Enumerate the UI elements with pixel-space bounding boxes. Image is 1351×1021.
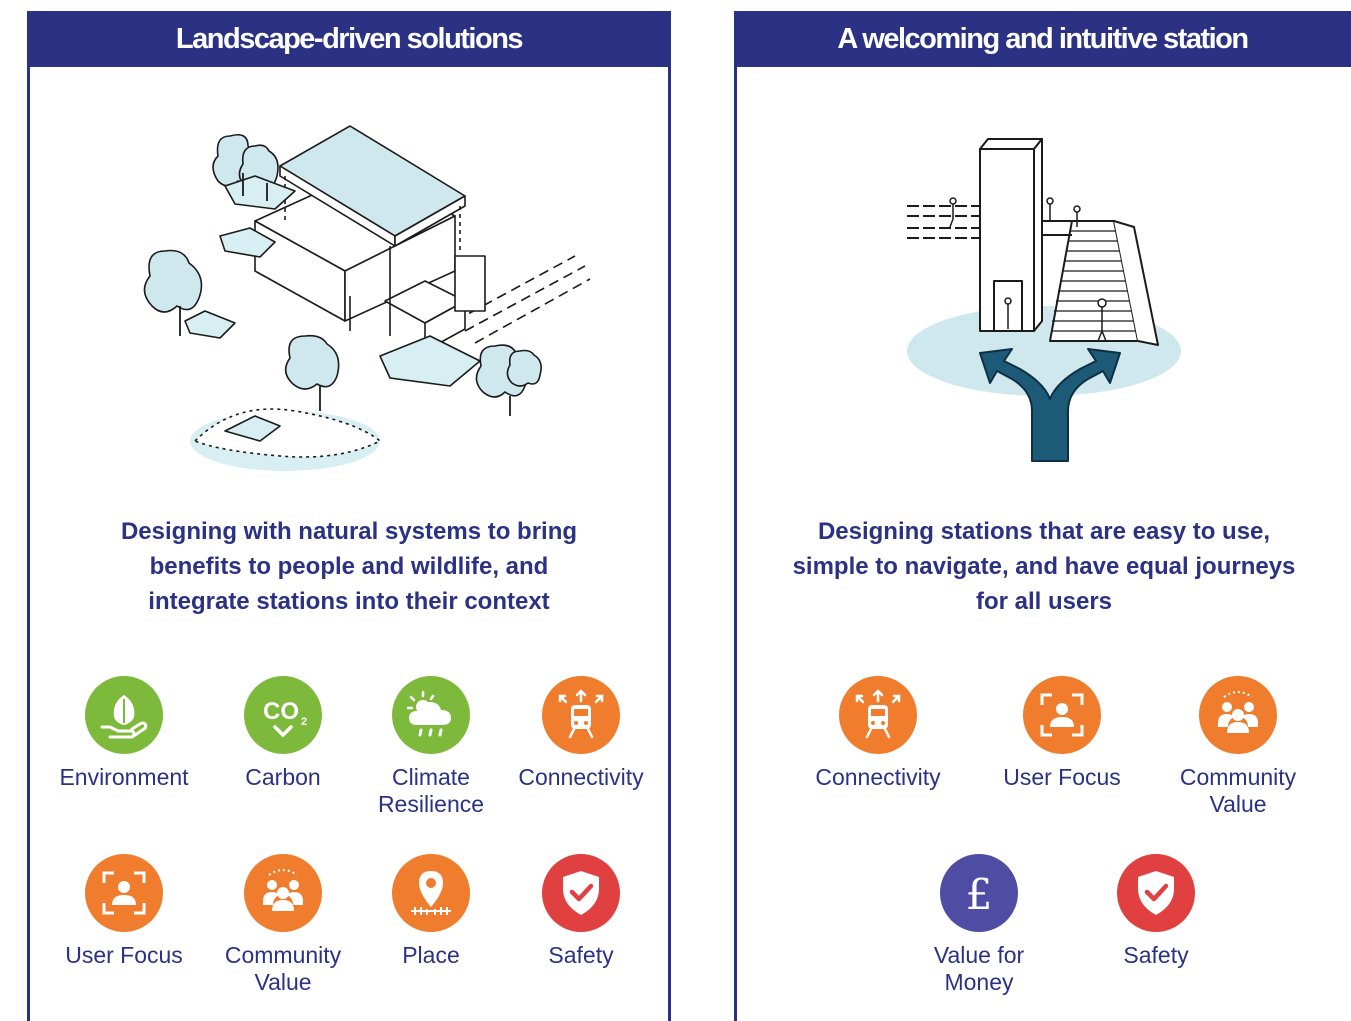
principle-user-focus: User Focus	[987, 676, 1137, 791]
principle-label: User Focus	[65, 942, 183, 968]
panel-title: Landscape-driven solutions	[27, 11, 671, 67]
principle-label: Carbon	[245, 764, 321, 790]
leaf-hand-icon	[85, 676, 163, 754]
shield-check-icon	[1117, 854, 1195, 932]
panel-description: Designing with natural systems to bring …	[120, 518, 578, 615]
user-frame-icon	[85, 854, 163, 932]
shield-check-icon	[542, 854, 620, 932]
principle-label: Safety	[1123, 942, 1189, 968]
principle-community-value: Community Value	[208, 854, 358, 996]
station-stairs-illustration	[907, 138, 1181, 462]
principle-label: Value for Money	[933, 942, 1025, 995]
svg-text:2: 2	[301, 716, 307, 728]
principle-label: User Focus	[1003, 764, 1121, 790]
principle-label: Connectivity	[518, 764, 644, 790]
landscape-station-illustration	[143, 125, 591, 471]
community-group-icon	[244, 854, 322, 932]
principle-safety: Safety	[1081, 854, 1231, 969]
pound-icon: £	[940, 854, 1018, 932]
svg-text:£: £	[966, 870, 993, 919]
train-arrows-icon	[839, 676, 917, 754]
location-pin-icon	[392, 854, 470, 932]
principle-label: Community Value	[1179, 764, 1297, 817]
panel-title: A welcoming and intuitive station	[734, 11, 1351, 67]
principle-community-value: Community Value	[1163, 676, 1313, 818]
principle-connectivity: Connectivity	[803, 676, 953, 791]
svg-text:CO: CO	[263, 698, 299, 725]
principle-label: Climate Resilience	[377, 764, 485, 817]
panel-description: Designing stations that are easy to use,…	[792, 518, 1296, 615]
principle-climate-resilience: Climate Resilience	[356, 676, 506, 818]
principle-connectivity: Connectivity	[506, 676, 656, 791]
user-frame-icon	[1023, 676, 1101, 754]
principle-label: Community Value	[224, 942, 342, 995]
principle-value-for-money: £ Value for Money	[904, 854, 1054, 996]
landscape-panel: Landscape-driven solutions	[27, 11, 671, 1021]
welcoming-station-panel: A welcoming and intuitive station	[734, 11, 1351, 1021]
climate-cloud-icon	[392, 676, 470, 754]
train-arrows-icon	[542, 676, 620, 754]
principle-label: Environment	[59, 764, 189, 790]
principle-label: Connectivity	[815, 764, 941, 790]
community-group-icon	[1199, 676, 1277, 754]
principle-environment: Environment	[49, 676, 199, 791]
principle-safety: Safety	[506, 854, 656, 969]
principle-user-focus: User Focus	[49, 854, 199, 969]
principle-label: Place	[402, 942, 460, 968]
principle-place: Place	[356, 854, 506, 969]
principle-label: Safety	[548, 942, 614, 968]
